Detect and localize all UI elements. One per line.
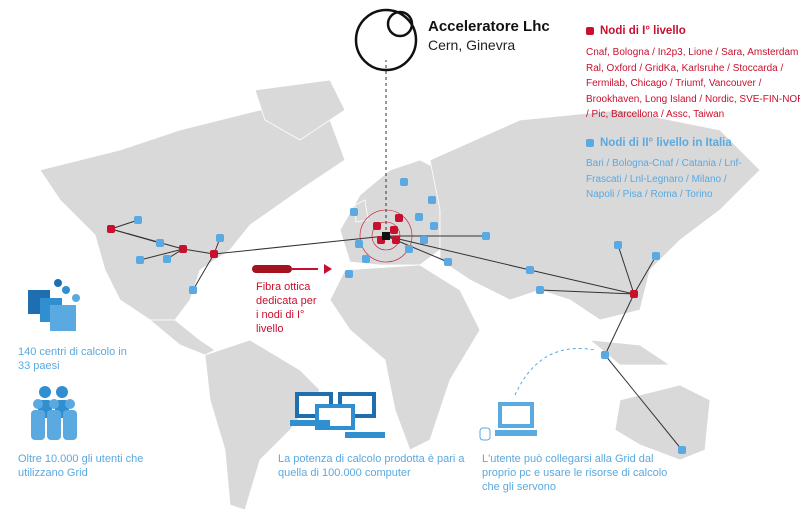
lhc-ring-icon	[354, 8, 418, 72]
page-title: Acceleratore Lhc	[428, 18, 550, 35]
fact-centers: 140 centri di calcolo in 33 paesi	[18, 346, 127, 372]
legend-tier2-title: Nodi di II° livello in Italia	[600, 137, 732, 149]
africa	[329, 264, 481, 451]
greenland	[254, 79, 346, 141]
tier1-swatch-icon	[586, 27, 594, 35]
north-america	[39, 109, 346, 321]
australia	[614, 384, 711, 461]
fiber-cable-icon	[252, 264, 332, 274]
computers-icon	[290, 392, 385, 438]
legend-tier2: Nodi di II° livello in Italia	[586, 136, 732, 150]
legend-tier1-list: Cnaf, Bologna / In2p3, Lione / Sara, Ams…	[586, 47, 800, 120]
tier2-swatch-icon	[586, 139, 594, 147]
asia	[429, 109, 761, 321]
south-america	[204, 339, 321, 511]
users-icon	[31, 386, 77, 440]
fact-users: Oltre 10.000 gli utenti che utilizzano G…	[18, 453, 144, 479]
legend-tier1-title: Nodi di I° livello	[600, 25, 686, 37]
fact-power: La potenza di calcolo prodotta è pari a …	[278, 453, 465, 479]
continents	[39, 79, 761, 511]
page-subtitle: Cern, Ginevra	[428, 37, 516, 53]
uk	[354, 199, 369, 223]
network-links	[110, 60, 683, 451]
legend-tier2-list: Bari / Bologna-Cnaf / Catania / Lnf-Fras…	[586, 158, 742, 200]
user-pc-icon	[479, 402, 537, 441]
grid-centers-icon	[28, 279, 80, 331]
cern-node	[382, 232, 390, 240]
central-america	[148, 319, 216, 356]
legend-tier1: Nodi di I° livello	[586, 24, 686, 38]
fact-access: L'utente può collegarsi alla Grid dal pr…	[482, 453, 668, 493]
fiber-label: Fibra ottica dedicata per i nodi di I° l…	[256, 281, 317, 335]
tier2-nodes	[134, 178, 686, 454]
indonesia	[588, 339, 672, 366]
